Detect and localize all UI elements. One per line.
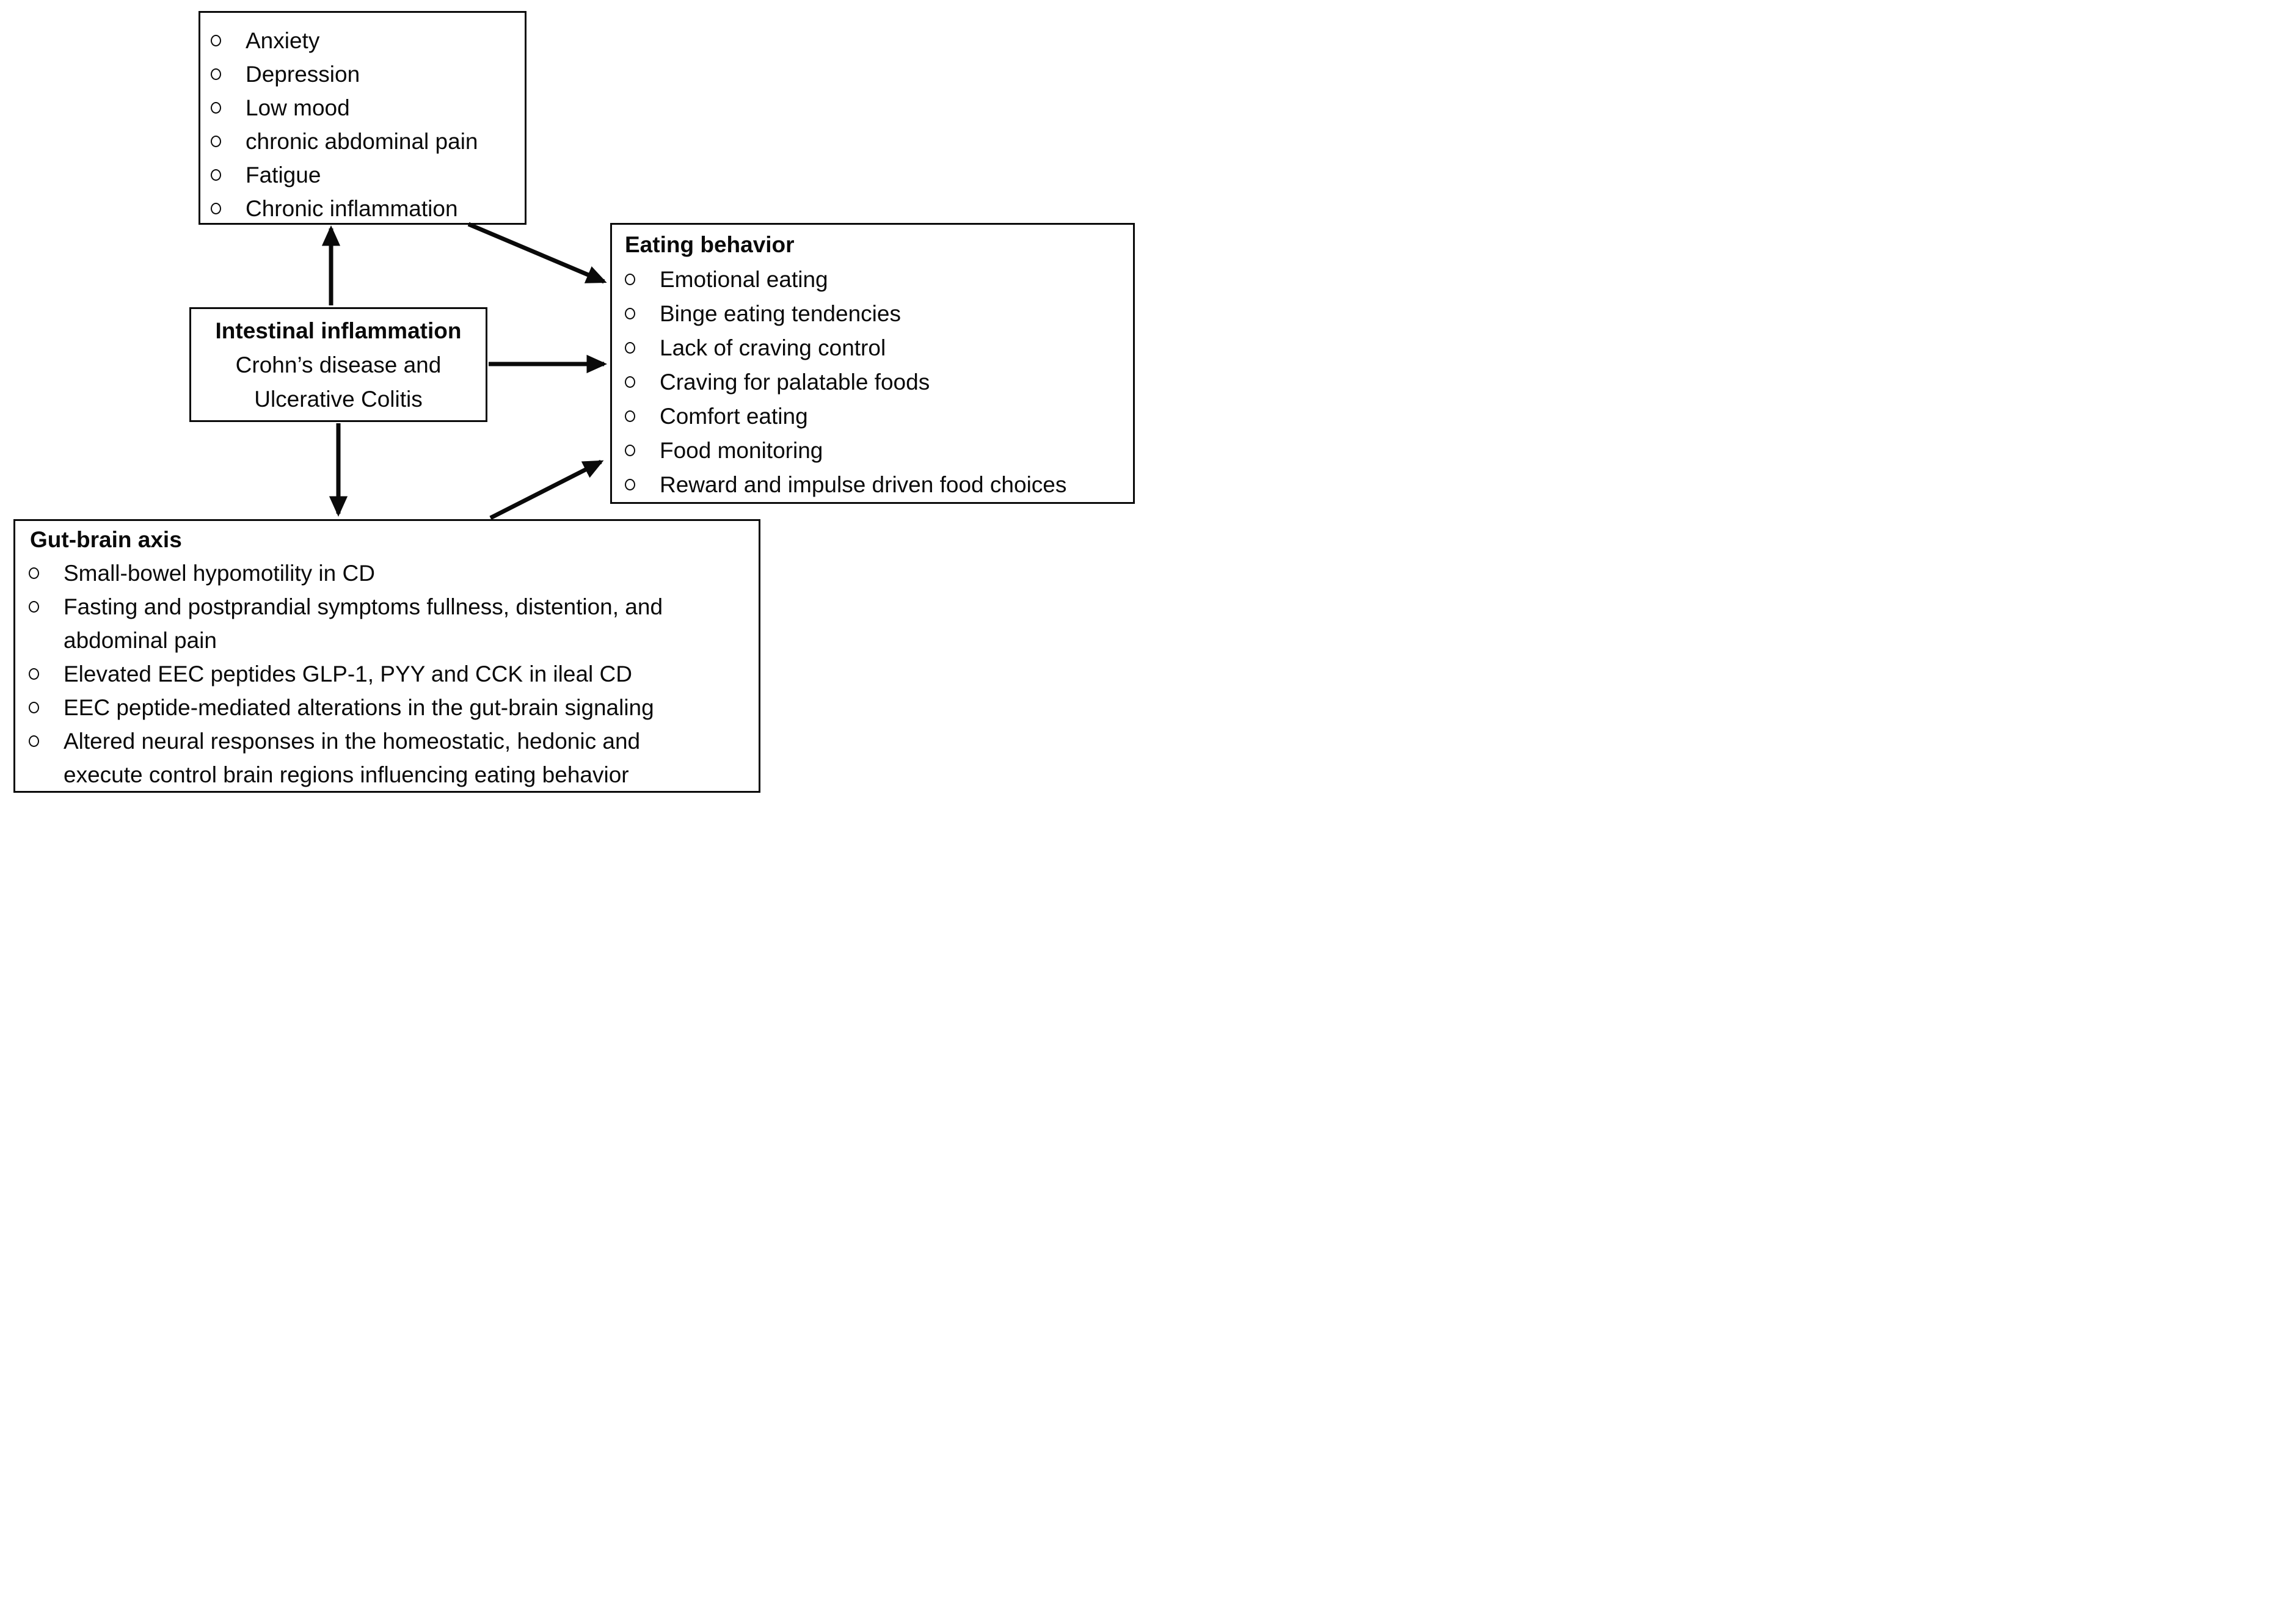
bullet-circle-icon xyxy=(211,102,221,114)
bullet-circle-icon xyxy=(29,567,39,579)
bullet-circle-icon xyxy=(29,702,39,713)
intestinal-inflammation-box: Intestinal inflammation Crohn’s disease … xyxy=(189,307,487,422)
symptoms-box: Anxiety Depression Low mood chronic abdo… xyxy=(199,11,526,225)
gut-list-line: abdominal pain xyxy=(15,624,759,657)
bullet-circle-icon xyxy=(211,169,221,181)
symptom-list-item: Fatigue xyxy=(200,158,525,192)
bullet-circle-icon xyxy=(625,376,635,388)
eating-item-label: Craving for palatable foods xyxy=(660,369,930,395)
eating-list-item: Craving for palatable foods xyxy=(612,365,1133,399)
bullet-circle-icon xyxy=(625,273,635,285)
bullet-circle-icon xyxy=(625,478,635,490)
symptom-list-item: Low mood xyxy=(200,91,525,125)
bullet-circle-icon xyxy=(625,341,635,354)
eating-list-item: Emotional eating xyxy=(612,262,1133,296)
box-title: Eating behavior xyxy=(625,232,795,257)
box-subtitle: Crohn’s disease and Ulcerative Colitis xyxy=(191,348,486,417)
symptom-label: chronic abdominal pain xyxy=(246,129,478,154)
gut-line-label: EEC peptide-mediated alterations in the … xyxy=(64,695,654,720)
gut-list-line: Elevated EEC peptides GLP-1, PYY and CCK… xyxy=(15,657,759,691)
eating-item-label: Reward and impulse driven food choices xyxy=(660,472,1067,497)
box-title: Gut-brain axis xyxy=(30,527,182,552)
subtitle-line: Crohn’s disease and xyxy=(235,352,442,377)
gut-line-label: abdominal pain xyxy=(64,628,217,653)
gut-line-label: Small-bowel hypomotility in CD xyxy=(64,561,375,586)
eating-item-label: Lack of craving control xyxy=(660,335,886,360)
gut-list-line: Fasting and postprandial symptoms fullne… xyxy=(15,590,759,624)
symptom-list-item: Depression xyxy=(200,57,525,91)
symptom-label: Low mood xyxy=(246,95,350,120)
eating-item-label: Comfort eating xyxy=(660,403,808,429)
eating-list-item: Food monitoring xyxy=(612,433,1133,467)
gut-line-label: execute control brain regions influencin… xyxy=(64,762,629,787)
bullet-circle-icon xyxy=(625,307,635,319)
eating-item-label: Emotional eating xyxy=(660,266,828,292)
symptom-list-item: Chronic inflammation xyxy=(200,192,525,225)
symptom-label: Fatigue xyxy=(246,162,321,188)
eating-list-item: Reward and impulse driven food choices xyxy=(612,467,1133,501)
bullet-circle-icon xyxy=(29,668,39,680)
symptom-list-item: chronic abdominal pain xyxy=(200,125,525,158)
symptom-label: Chronic inflammation xyxy=(246,196,458,221)
bullet-circle-icon xyxy=(211,203,221,214)
gut-line-label: Fasting and postprandial symptoms fullne… xyxy=(64,594,663,619)
box-title: Intestinal inflammation xyxy=(215,318,462,343)
eating-item-label: Food monitoring xyxy=(660,437,823,463)
eating-list-item: Lack of craving control xyxy=(612,330,1133,365)
gut-list-line: execute control brain regions influencin… xyxy=(15,758,759,792)
gut-list-line: Small-bowel hypomotility in CD xyxy=(15,556,759,590)
eating-behavior-box: Eating behavior Emotional eating Binge e… xyxy=(610,223,1135,504)
gut-line-label: Elevated EEC peptides GLP-1, PYY and CCK… xyxy=(64,661,632,686)
arrow-gutbrain-to-eating xyxy=(489,459,604,520)
gut-brain-list: Small-bowel hypomotility in CD Fasting a… xyxy=(15,556,759,792)
bullet-circle-icon xyxy=(211,35,221,46)
bullet-circle-icon xyxy=(29,735,39,747)
symptom-label: Depression xyxy=(246,62,360,87)
bullet-circle-icon xyxy=(29,601,39,613)
gut-brain-axis-box: Gut-brain axis Small-bowel hypomotility … xyxy=(13,519,760,793)
symptom-list-item: Anxiety xyxy=(200,24,525,57)
symptom-label: Anxiety xyxy=(246,28,320,53)
gut-list-line: EEC peptide-mediated alterations in the … xyxy=(15,691,759,724)
eating-item-label: Binge eating tendencies xyxy=(660,300,901,326)
eating-list-item: Comfort eating xyxy=(612,399,1133,433)
bullet-circle-icon xyxy=(625,410,635,422)
bullet-circle-icon xyxy=(625,444,635,456)
arrow-symptoms-to-eating xyxy=(467,222,607,284)
subtitle-line: Ulcerative Colitis xyxy=(254,387,423,412)
bullet-circle-icon xyxy=(211,68,221,80)
gut-line-label: Altered neural responses in the homeosta… xyxy=(64,729,641,754)
eating-list-item: Binge eating tendencies xyxy=(612,296,1133,330)
diagram-canvas: Anxiety Depression Low mood chronic abdo… xyxy=(0,0,1138,812)
eating-behavior-list: Emotional eating Binge eating tendencies… xyxy=(612,262,1133,501)
bullet-circle-icon xyxy=(211,136,221,147)
gut-list-line: Altered neural responses in the homeosta… xyxy=(15,724,759,758)
